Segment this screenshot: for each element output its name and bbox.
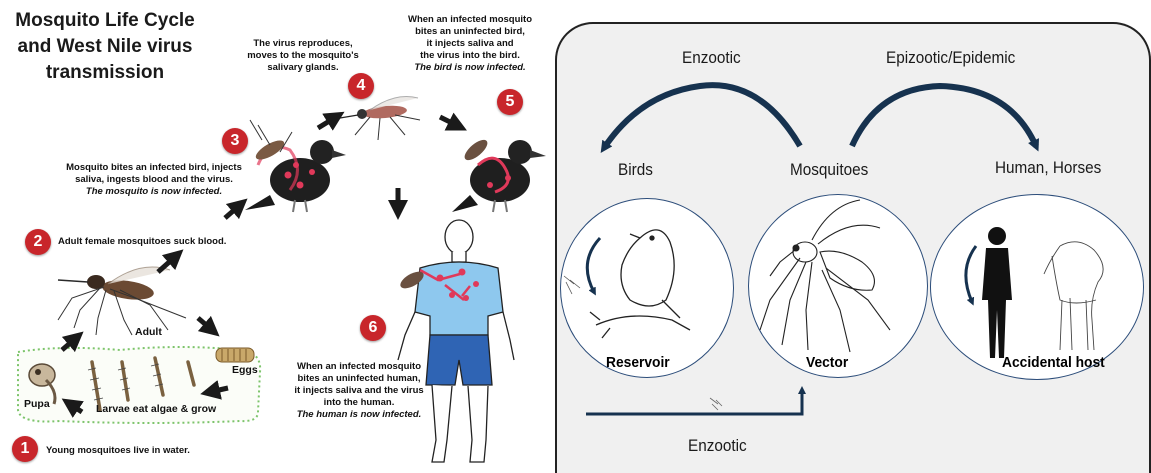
human-silhouette xyxy=(982,227,1012,358)
small-mosquito-sketch xyxy=(564,276,580,294)
enzootic-curved-arrow xyxy=(604,85,800,148)
horse-sketch xyxy=(1044,242,1103,350)
role-accidental-host: Accidental host xyxy=(1002,354,1105,371)
epizootic-curved-arrow xyxy=(852,86,1036,146)
accidental-loop-arrow xyxy=(966,246,976,302)
reservoir-loop-arrow xyxy=(587,238,600,292)
bird-sketch xyxy=(590,230,690,338)
label-enzootic-bottom: Enzootic xyxy=(688,436,747,456)
mosquito-sketch xyxy=(760,200,890,352)
bottom-mosquito-sketch xyxy=(710,398,722,410)
enzootic-bottom-arrow xyxy=(586,390,802,414)
role-reservoir: Reservoir xyxy=(606,354,670,371)
role-vector: Vector xyxy=(806,354,848,371)
